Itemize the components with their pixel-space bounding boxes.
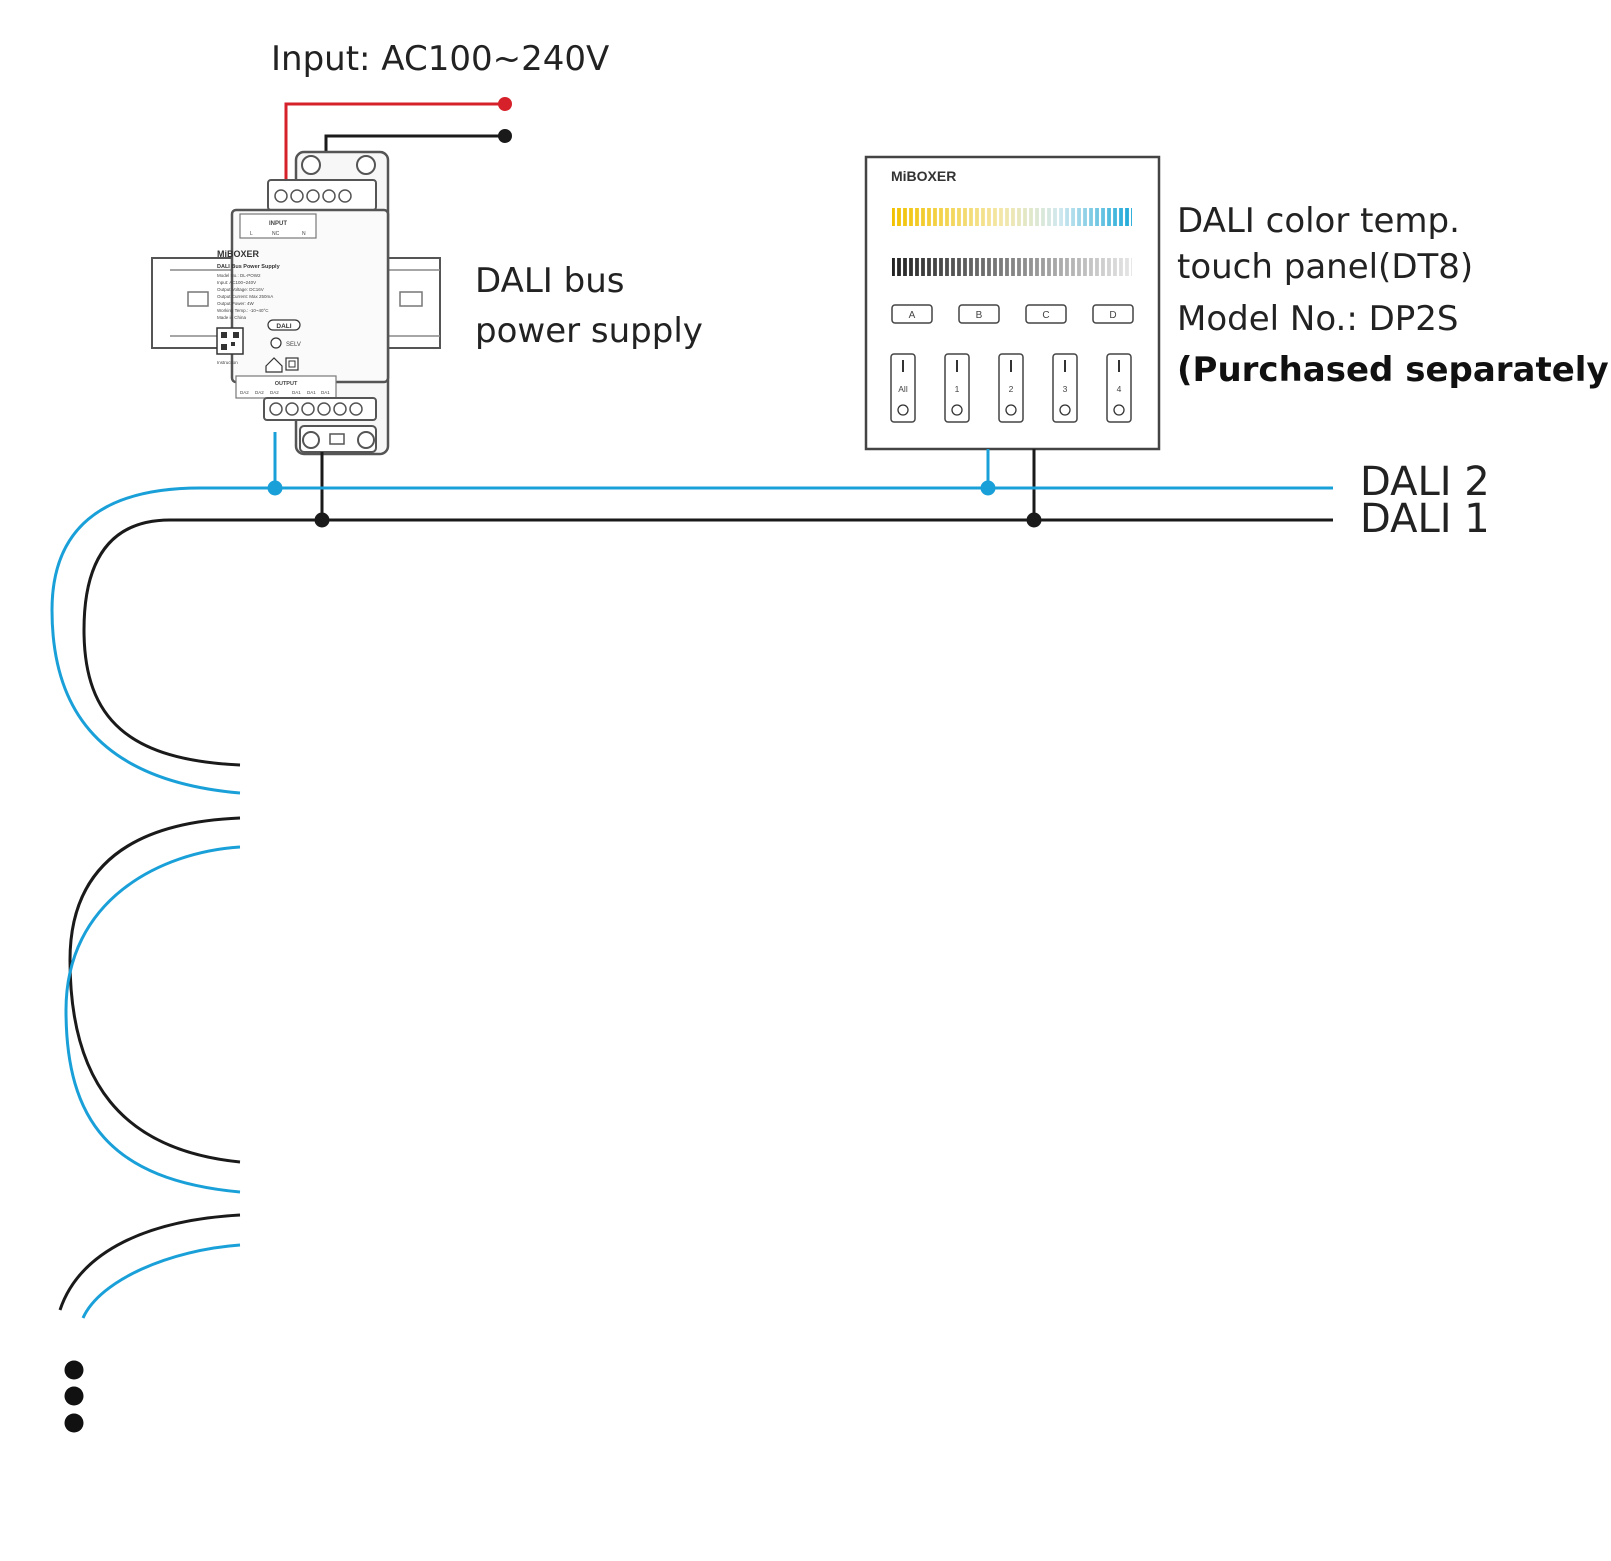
svg-text:Input: AC100~240V: Input: AC100~240V	[217, 280, 256, 285]
scene-button-c: C	[1025, 304, 1067, 324]
svg-text:Output Voltage: DC16V: Output Voltage: DC16V	[217, 287, 264, 292]
zone-button-3: 3	[1052, 353, 1078, 423]
scene-button-b: B	[958, 304, 1000, 324]
svg-text:DA1: DA1	[307, 390, 316, 395]
daisy-chain-wires	[58, 816, 241, 1319]
svg-text:4: 4	[1117, 384, 1122, 394]
brightness-slider	[892, 258, 1132, 276]
dali1-bus-line	[82, 518, 1333, 767]
zone-button-4: 4	[1106, 353, 1132, 423]
svg-text:DA2: DA2	[255, 390, 264, 395]
svg-text:Working Temp.: -10~40°C: Working Temp.: -10~40°C	[217, 308, 269, 313]
svg-text:DALI: DALI	[276, 323, 291, 330]
svg-text:DA1: DA1	[292, 390, 301, 395]
svg-text:DA1: DA1	[321, 390, 330, 395]
svg-text:C: C	[1042, 310, 1049, 321]
svg-text:Output Current: Max 250mA: Output Current: Max 250mA	[217, 294, 273, 299]
svg-text:Made in China: Made in China	[217, 315, 247, 320]
svg-text:OUTPUT: OUTPUT	[275, 381, 298, 387]
svg-text:All: All	[898, 384, 908, 394]
zone-button-all: All	[890, 353, 916, 423]
svg-text:B: B	[976, 310, 983, 321]
dali1-label: DALI 1	[1360, 496, 1490, 542]
svg-text:DA2: DA2	[270, 390, 279, 395]
svg-text:Instruction: Instruction	[217, 360, 238, 365]
svg-text:NC: NC	[272, 231, 280, 237]
panel-label-line1: DALI color temp.	[1177, 201, 1460, 241]
svg-text:D: D	[1109, 310, 1116, 321]
neutral-terminal-dot	[498, 129, 512, 143]
svg-text:Output Power: 4W: Output Power: 4W	[217, 301, 255, 306]
ps-dali-badge	[267, 319, 301, 331]
zone-button-1: 1	[944, 353, 970, 423]
input-label: Input: AC100~240V	[271, 39, 609, 79]
panel-brand: MiBOXER	[891, 168, 956, 184]
ac-input-wires	[284, 97, 512, 180]
ps-brand: MiBOXER	[217, 249, 260, 259]
power-supply-label-line2: power supply	[475, 311, 703, 351]
dali-bus-power-supply: INPUT L NC N MiBOXER DALI Bus Power Supp…	[151, 150, 441, 456]
scene-button-a: A	[891, 304, 933, 324]
indoor-use-icon	[265, 357, 283, 373]
panel-purchased-note: (Purchased separately)	[1177, 350, 1611, 390]
svg-text:DALI Bus Power Supply: DALI Bus Power Supply	[217, 264, 281, 270]
color-temp-slider	[892, 208, 1132, 226]
ps-qr-code	[216, 327, 244, 355]
svg-text:N: N	[302, 231, 306, 237]
svg-text:DA2: DA2	[240, 390, 249, 395]
scene-button-d: D	[1092, 304, 1134, 324]
svg-text:INPUT: INPUT	[269, 221, 287, 227]
zone-button-2: 2	[998, 353, 1024, 423]
svg-text:L: L	[250, 231, 253, 237]
svg-text:SELV: SELV	[286, 342, 301, 348]
svg-text:Model No.: DL-POW2: Model No.: DL-POW2	[217, 273, 261, 278]
live-terminal-dot	[498, 97, 512, 111]
continuation-dots	[64, 1360, 84, 1433]
panel-label-line2: touch panel(DT8)	[1177, 247, 1473, 287]
power-supply-label-line1: DALI bus	[475, 261, 624, 301]
panel-model: Model No.: DP2S	[1177, 299, 1459, 339]
svg-text:2: 2	[1009, 384, 1014, 394]
dali2-bus-line	[50, 486, 1333, 795]
dali2-label: DALI 2	[1360, 459, 1490, 505]
svg-text:A: A	[909, 310, 916, 321]
svg-text:1: 1	[955, 384, 960, 394]
dali-bus	[50, 432, 1333, 795]
svg-text:3: 3	[1063, 384, 1068, 394]
touch-panel: MiBOXER A B C D All 1 2 3 4	[864, 155, 1161, 451]
